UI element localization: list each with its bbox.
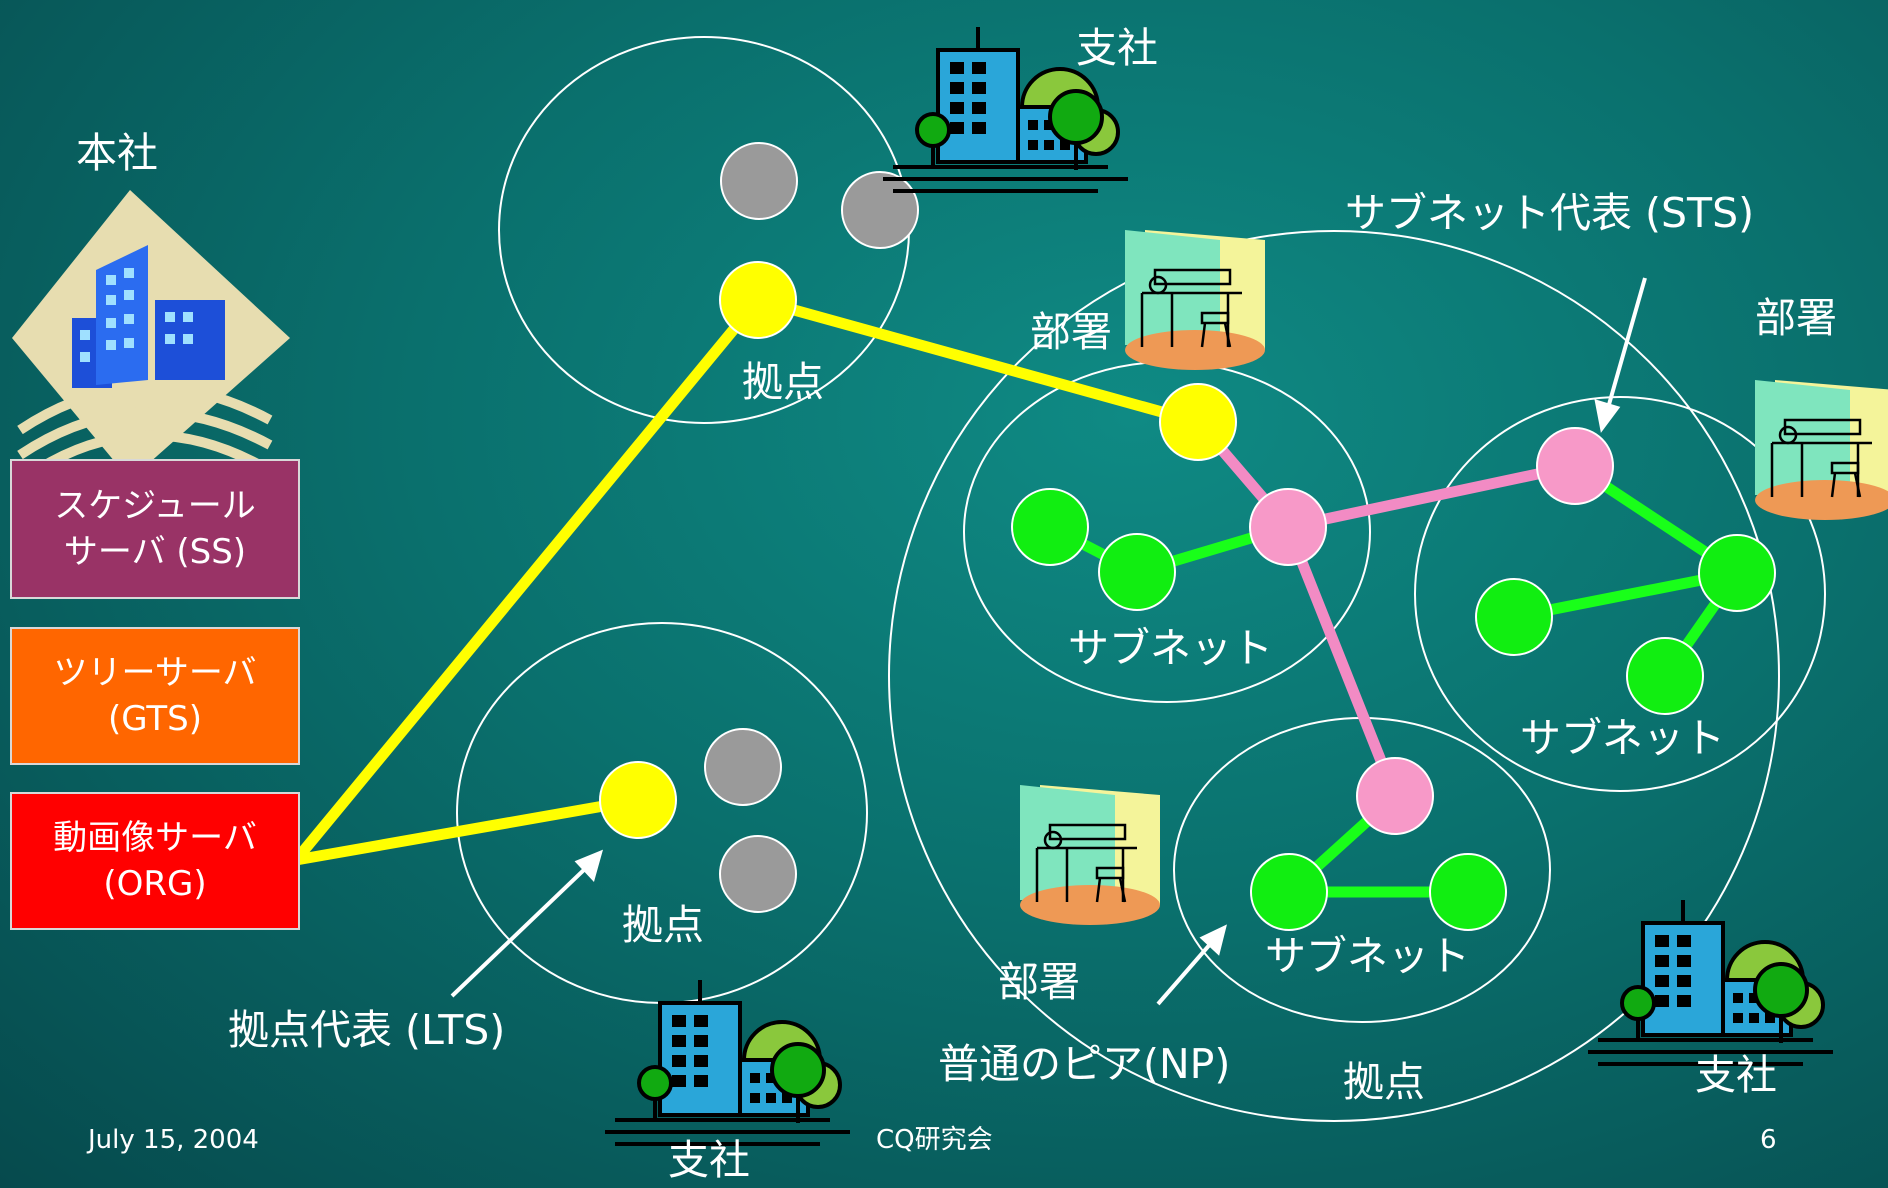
link-sts-left-to-sts-bottom xyxy=(1282,521,1401,802)
schedule-server-line1: スケジュール xyxy=(54,486,256,526)
tree-server-box: ツリーサーバ (GTS) xyxy=(10,627,300,765)
sts-node xyxy=(1536,427,1614,505)
kyoten-circle-large xyxy=(888,230,1780,1122)
kyoten-label: 拠点 xyxy=(622,901,704,949)
video-server-box: 動画像サーバ (ORG) xyxy=(10,792,300,930)
lts-node xyxy=(599,761,677,839)
link-lts-top-to-lts-right xyxy=(752,294,1204,428)
subnet-label: サブネット xyxy=(1068,624,1273,672)
sts-node xyxy=(1356,757,1434,835)
np-node xyxy=(1098,533,1176,611)
video-server-line1: 動画像サーバ xyxy=(53,818,257,858)
busho-label: 部署 xyxy=(998,958,1080,1006)
idle-node xyxy=(720,142,798,220)
np-node xyxy=(1011,488,1089,566)
shisha-label: 支社 xyxy=(1695,1051,1777,1099)
tree-server-line1: ツリーサーバ xyxy=(53,653,257,693)
np-node xyxy=(1429,853,1507,931)
link-org-to-lts-top xyxy=(290,294,764,866)
department-desk-icon xyxy=(1123,228,1267,372)
shisha-label: 支社 xyxy=(1076,24,1158,72)
np-node xyxy=(1475,578,1553,656)
footer-center: CQ研究会 xyxy=(876,1125,993,1155)
subnet-circle-right xyxy=(1414,396,1826,792)
sts-node xyxy=(1249,488,1327,566)
footer-date: July 15, 2004 xyxy=(88,1125,259,1155)
np-node xyxy=(1698,534,1776,612)
kyoten-label: 拠点 xyxy=(742,358,824,406)
schedule-server-line2: サーバ (SS) xyxy=(63,532,247,572)
kyoten-label: 拠点 xyxy=(1343,1058,1425,1106)
kyoten-circles xyxy=(456,36,1826,1122)
honsha-label: 本社 xyxy=(76,129,158,177)
busho-label: 部署 xyxy=(1030,308,1112,356)
subnet-label: サブネット xyxy=(1520,714,1725,762)
np-node xyxy=(1626,637,1704,715)
idle-node xyxy=(841,171,919,249)
np-node xyxy=(1250,853,1328,931)
sts-annotation-arrow xyxy=(1594,277,1647,433)
department-desk-icon xyxy=(1018,783,1162,927)
shisha-label: 支社 xyxy=(668,1136,750,1184)
department-desk-icon xyxy=(1753,378,1888,522)
idle-node xyxy=(704,728,782,806)
busho-label: 部署 xyxy=(1755,294,1837,342)
np-annotation: 普通のピア(NP) xyxy=(938,1040,1231,1088)
link-sts-left-to-sts-right xyxy=(1282,460,1581,533)
footer-page-number: 6 xyxy=(1760,1125,1777,1155)
tree-server-line2: (GTS) xyxy=(107,699,202,739)
np-annotation-arrow xyxy=(1156,924,1227,1006)
lts-links xyxy=(290,294,1204,866)
schedule-server-box: スケジュール サーバ (SS) xyxy=(10,459,300,599)
lts-annotation-arrow xyxy=(450,849,604,998)
branch-office-icon xyxy=(1586,898,1835,1066)
video-server-line2: (ORG) xyxy=(103,864,207,904)
lts-annotation: 拠点代表 (LTS) xyxy=(228,1006,506,1054)
link-org-to-lts-bottom xyxy=(290,794,644,866)
subnet-label: サブネット xyxy=(1265,932,1470,980)
sts-annotation: サブネット代表 (STS) xyxy=(1345,189,1755,237)
lts-node xyxy=(719,261,797,339)
idle-node xyxy=(719,835,797,913)
lts-node xyxy=(1159,383,1237,461)
headquarters-building-icon xyxy=(12,190,290,483)
branch-office-icon xyxy=(603,978,852,1146)
